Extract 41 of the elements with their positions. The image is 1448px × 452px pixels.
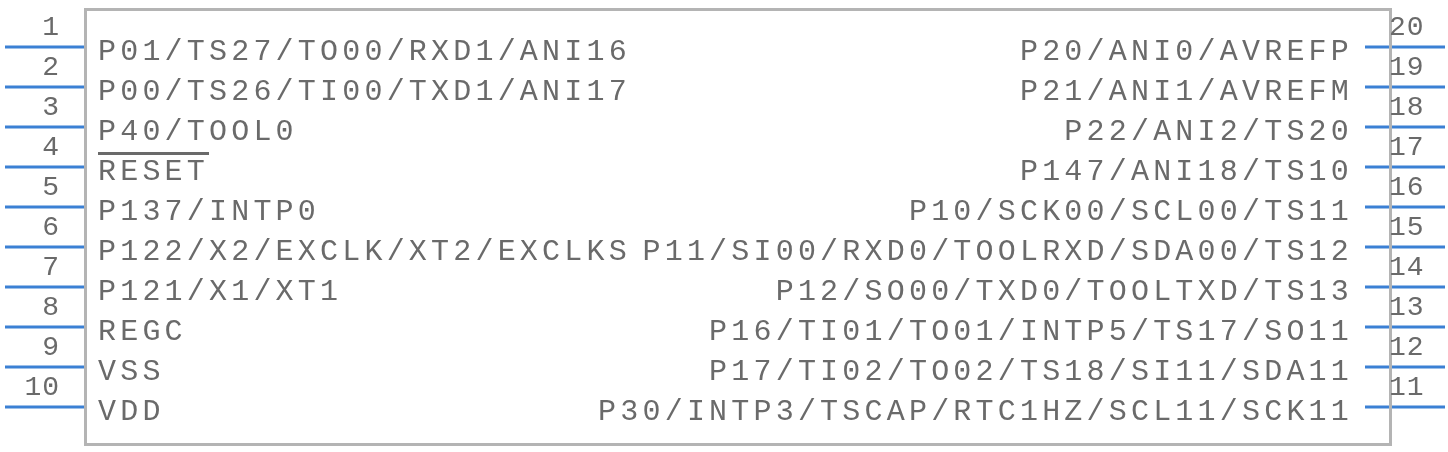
pin-number: 13: [1389, 292, 1425, 324]
pin-number: 2: [42, 52, 60, 84]
pin-name: VSS: [98, 354, 165, 390]
pin-name: REGC: [98, 314, 187, 350]
pin-number: 14: [1389, 252, 1425, 284]
pin-number: 5: [42, 172, 60, 204]
pin-name: P122/X2/EXCLK/XT2/EXCLKS: [98, 234, 631, 270]
pin-name: P00/TS26/TI00/TXD1/ANI17: [98, 74, 631, 110]
pin-name: P22/ANI2/TS20: [1064, 114, 1353, 150]
pin-number: 10: [24, 372, 60, 404]
pin-number: 8: [42, 292, 60, 324]
pin-number: 9: [42, 332, 60, 364]
pin-name: P20/ANI0/AVREFP: [1019, 34, 1353, 70]
pin-name: P11/SI00/RXD0/TOOLRXD/SDA00/TS12: [642, 234, 1353, 270]
pin-number: 12: [1389, 332, 1425, 364]
pin-number: 16: [1389, 172, 1425, 204]
pin-name: P12/SO00/TXD0/TOOLTXD/TS13: [775, 274, 1353, 310]
pin-name: P21/ANI1/AVREFM: [1019, 74, 1353, 110]
pin-number: 6: [42, 212, 60, 244]
pin-number: 17: [1389, 132, 1425, 164]
pin-number: 18: [1389, 92, 1425, 124]
pin-number: 11: [1389, 372, 1425, 404]
pin-name: P30/INTP3/TSCAP/RTC1HZ/SCL11/SCK11: [598, 394, 1353, 430]
pin-name: P121/X1/XT1: [98, 274, 343, 310]
pin-name: P10/SCK00/SCL00/TS11: [908, 194, 1353, 230]
pin-number: 1: [42, 12, 60, 44]
pin-number: 19: [1389, 52, 1425, 84]
pin-name: P137/INTP0: [98, 194, 321, 230]
pin-number: 15: [1389, 212, 1425, 244]
pin-name: P40/TOOL0: [98, 114, 298, 150]
pin-name: P147/ANI18/TS10: [1019, 154, 1353, 190]
pin-name: P16/TI01/TO01/INTP5/TS17/SO11: [709, 314, 1353, 350]
pin-number: 7: [42, 252, 60, 284]
pin-name: VDD: [98, 394, 165, 430]
pin-number: 4: [42, 132, 60, 164]
pin-number: 3: [42, 92, 60, 124]
pin-name: P01/TS27/TO00/RXD1/ANI16: [98, 34, 631, 70]
pin-name: RESET: [98, 154, 209, 190]
chip-body: [84, 8, 1392, 446]
pin-name: P17/TI02/TO02/TS18/SI11/SDA11: [709, 354, 1353, 390]
pin-number: 20: [1389, 12, 1425, 44]
